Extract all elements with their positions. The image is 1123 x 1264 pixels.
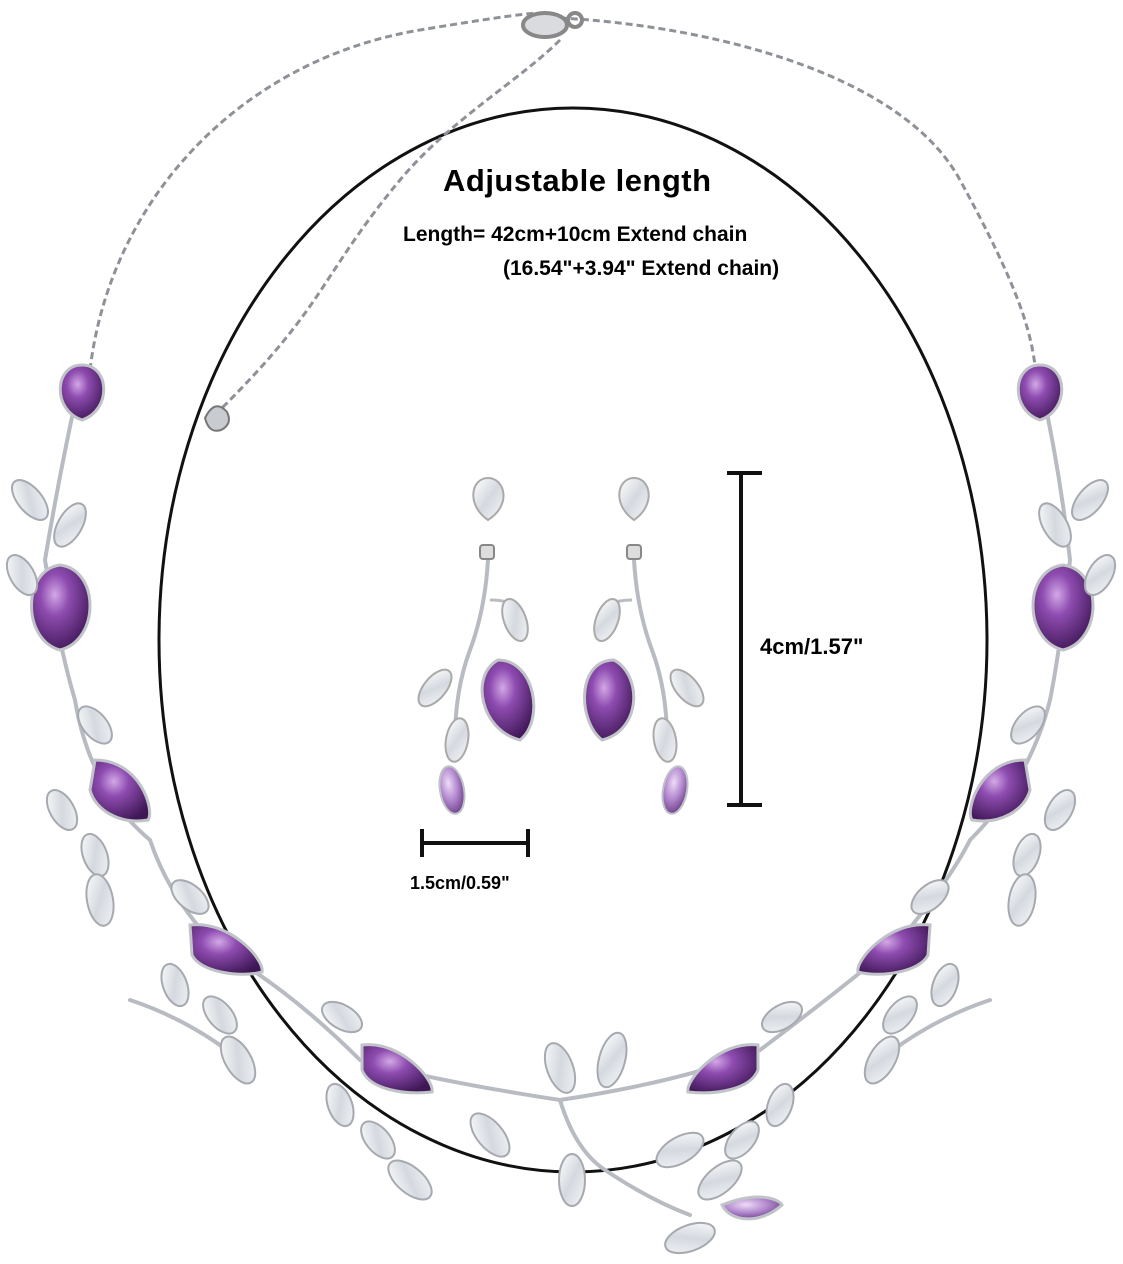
adjustable-length-heading: Adjustable length <box>443 163 712 198</box>
necklace-chain <box>88 11 1037 417</box>
necklace-crystal-leaves <box>5 479 1117 1255</box>
height-dimension-marker <box>727 471 762 807</box>
earring-left <box>417 476 536 815</box>
chain-end-drop <box>203 405 230 432</box>
length-spec-cm: Length= 42cm+10cm Extend chain <box>403 223 748 246</box>
width-dimension-marker <box>420 829 530 857</box>
lobster-clasp <box>521 11 584 39</box>
length-spec-inch: (16.54"+3.94" Extend chain) <box>503 257 780 280</box>
earring-height-label: 4cm/1.57" <box>760 634 864 659</box>
earring-width-label: 1.5cm/0.59" <box>410 873 510 893</box>
necklace-stems <box>42 378 1073 1217</box>
earring-right <box>583 476 705 815</box>
